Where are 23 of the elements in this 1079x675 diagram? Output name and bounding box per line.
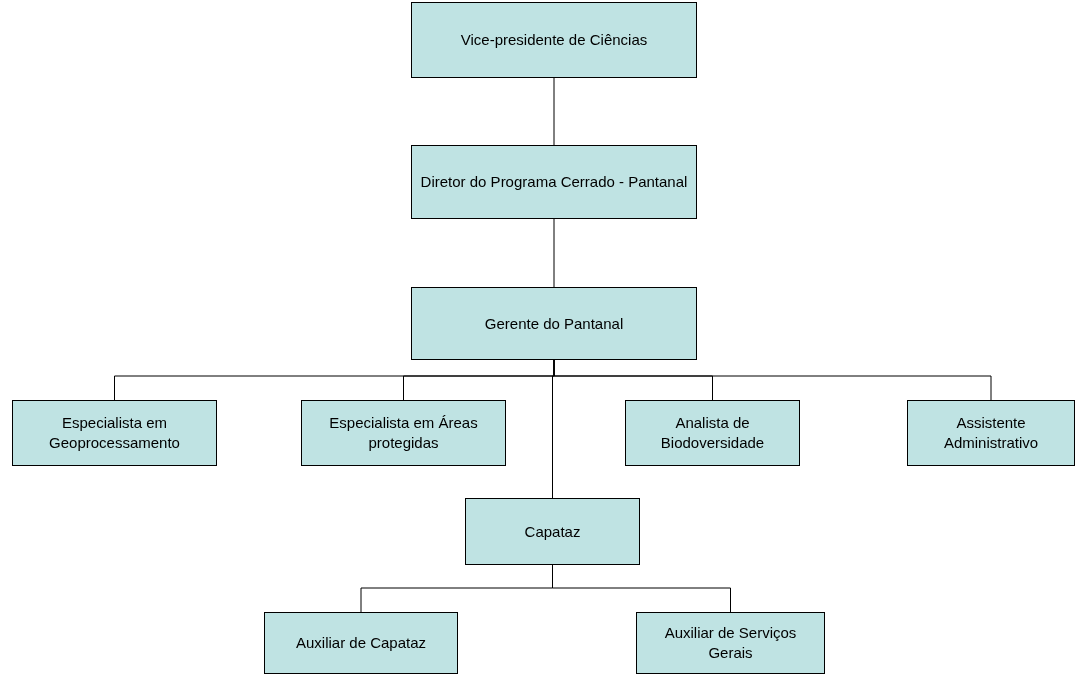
org-box: [411, 2, 697, 78]
org-box: [625, 400, 800, 466]
connector-line: [553, 218, 555, 288]
org-box: [411, 145, 697, 219]
org-box: [301, 400, 506, 466]
role-title: Capataz: [524, 521, 581, 542]
role-title: Especialista em Geoprocessamento: [48, 413, 181, 453]
connector-line: [552, 359, 555, 499]
org-box: [411, 287, 697, 360]
org-box: [264, 612, 458, 674]
role-title: Auxiliar de Serviços Gerais: [663, 623, 798, 663]
role-title: Assistente Administrativo: [942, 413, 1040, 453]
role-title: Diretor do Programa Cerrado - Pantanal: [420, 172, 688, 192]
role-title: Gerente do Pantanal: [484, 313, 624, 334]
org-box: [12, 400, 217, 466]
role-title: Auxiliar de Capataz: [295, 633, 427, 653]
connector-line: [553, 77, 555, 146]
org-box: [636, 612, 825, 674]
role-title: Vice-presidente de Ciências: [460, 30, 648, 50]
org-box: [907, 400, 1075, 466]
org-box: [465, 498, 640, 565]
role-title: Especialista em Áreas protegidas: [328, 413, 479, 453]
role-title: Analista de Biodoversidade: [659, 413, 766, 453]
